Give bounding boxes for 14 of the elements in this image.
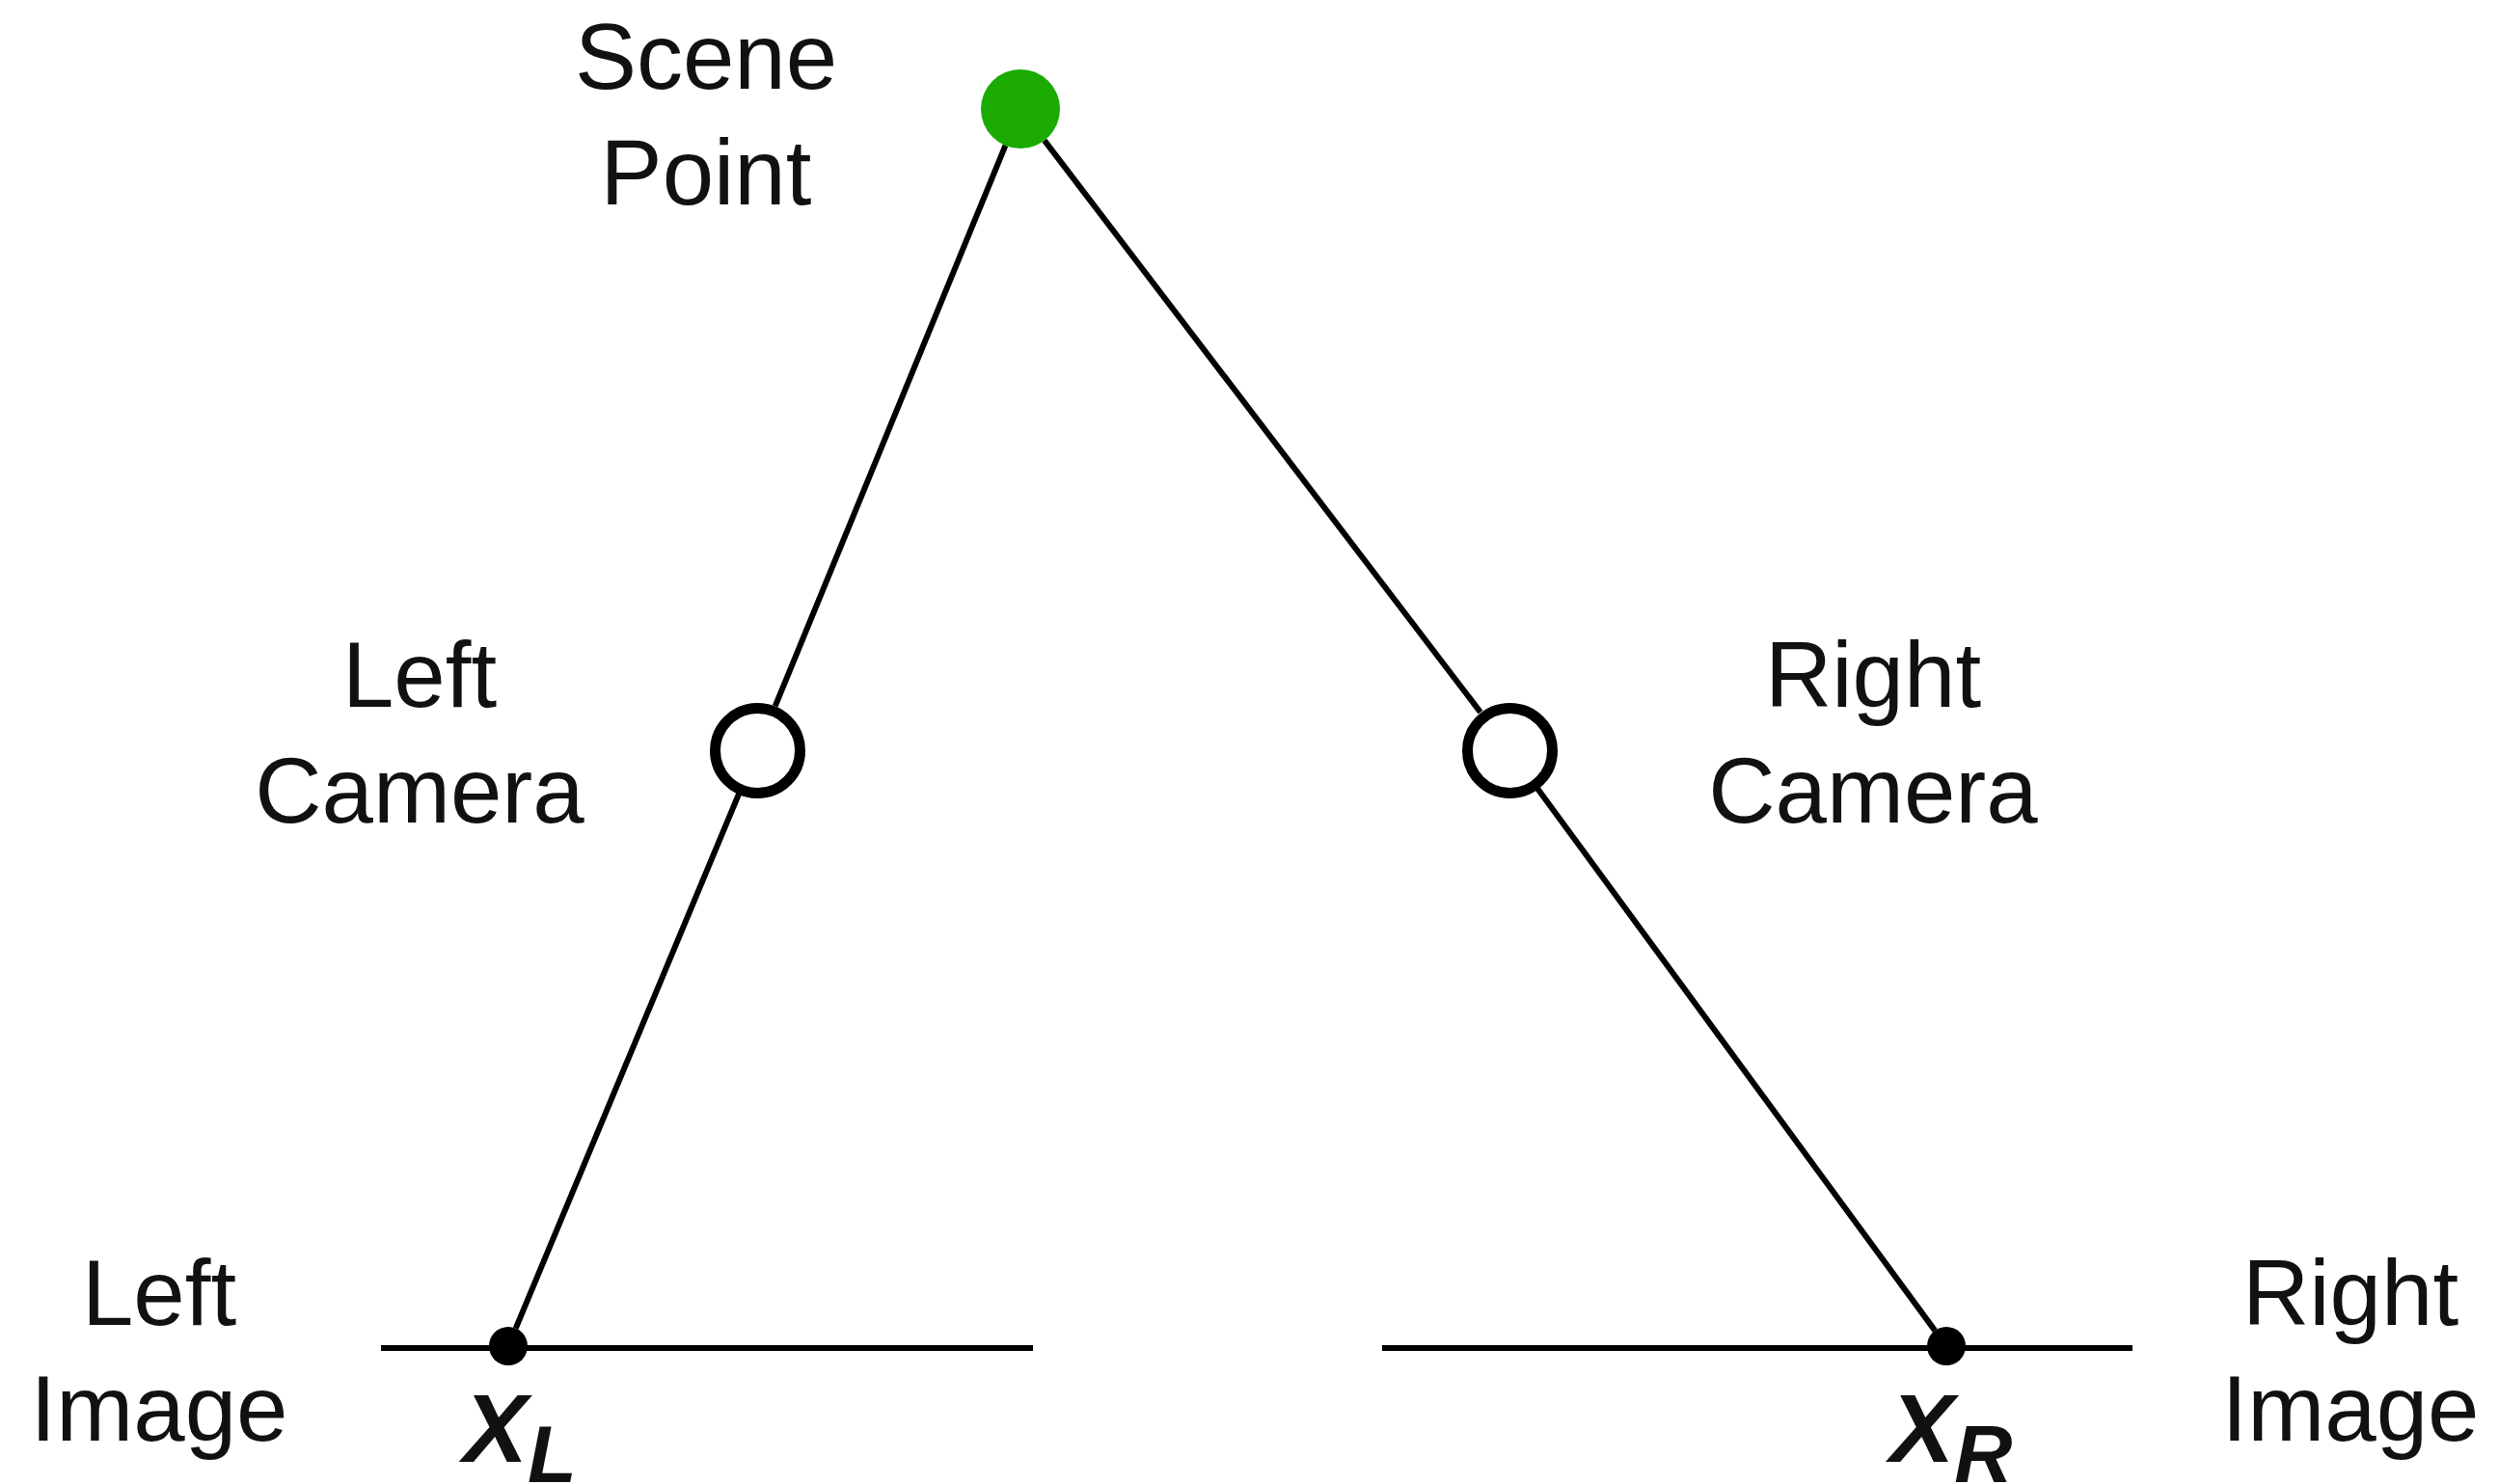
image-label: Left Image <box>29 1240 289 1462</box>
connector-line <box>1535 787 1938 1333</box>
connector-line <box>1042 138 1483 715</box>
camera-label: Left Camera <box>254 622 585 844</box>
camera-circle <box>709 702 805 798</box>
image-point-dot <box>489 1327 528 1365</box>
connector-line <box>512 793 742 1330</box>
camera-label: Right Camera <box>1707 622 2039 844</box>
camera-circle <box>1461 702 1558 798</box>
connector-line <box>773 144 1009 708</box>
point-label: Scene Point <box>573 4 839 226</box>
image-label: Right Image <box>2220 1240 2481 1462</box>
scene-point-dot <box>981 69 1060 148</box>
image-point-dot <box>1927 1327 1966 1365</box>
